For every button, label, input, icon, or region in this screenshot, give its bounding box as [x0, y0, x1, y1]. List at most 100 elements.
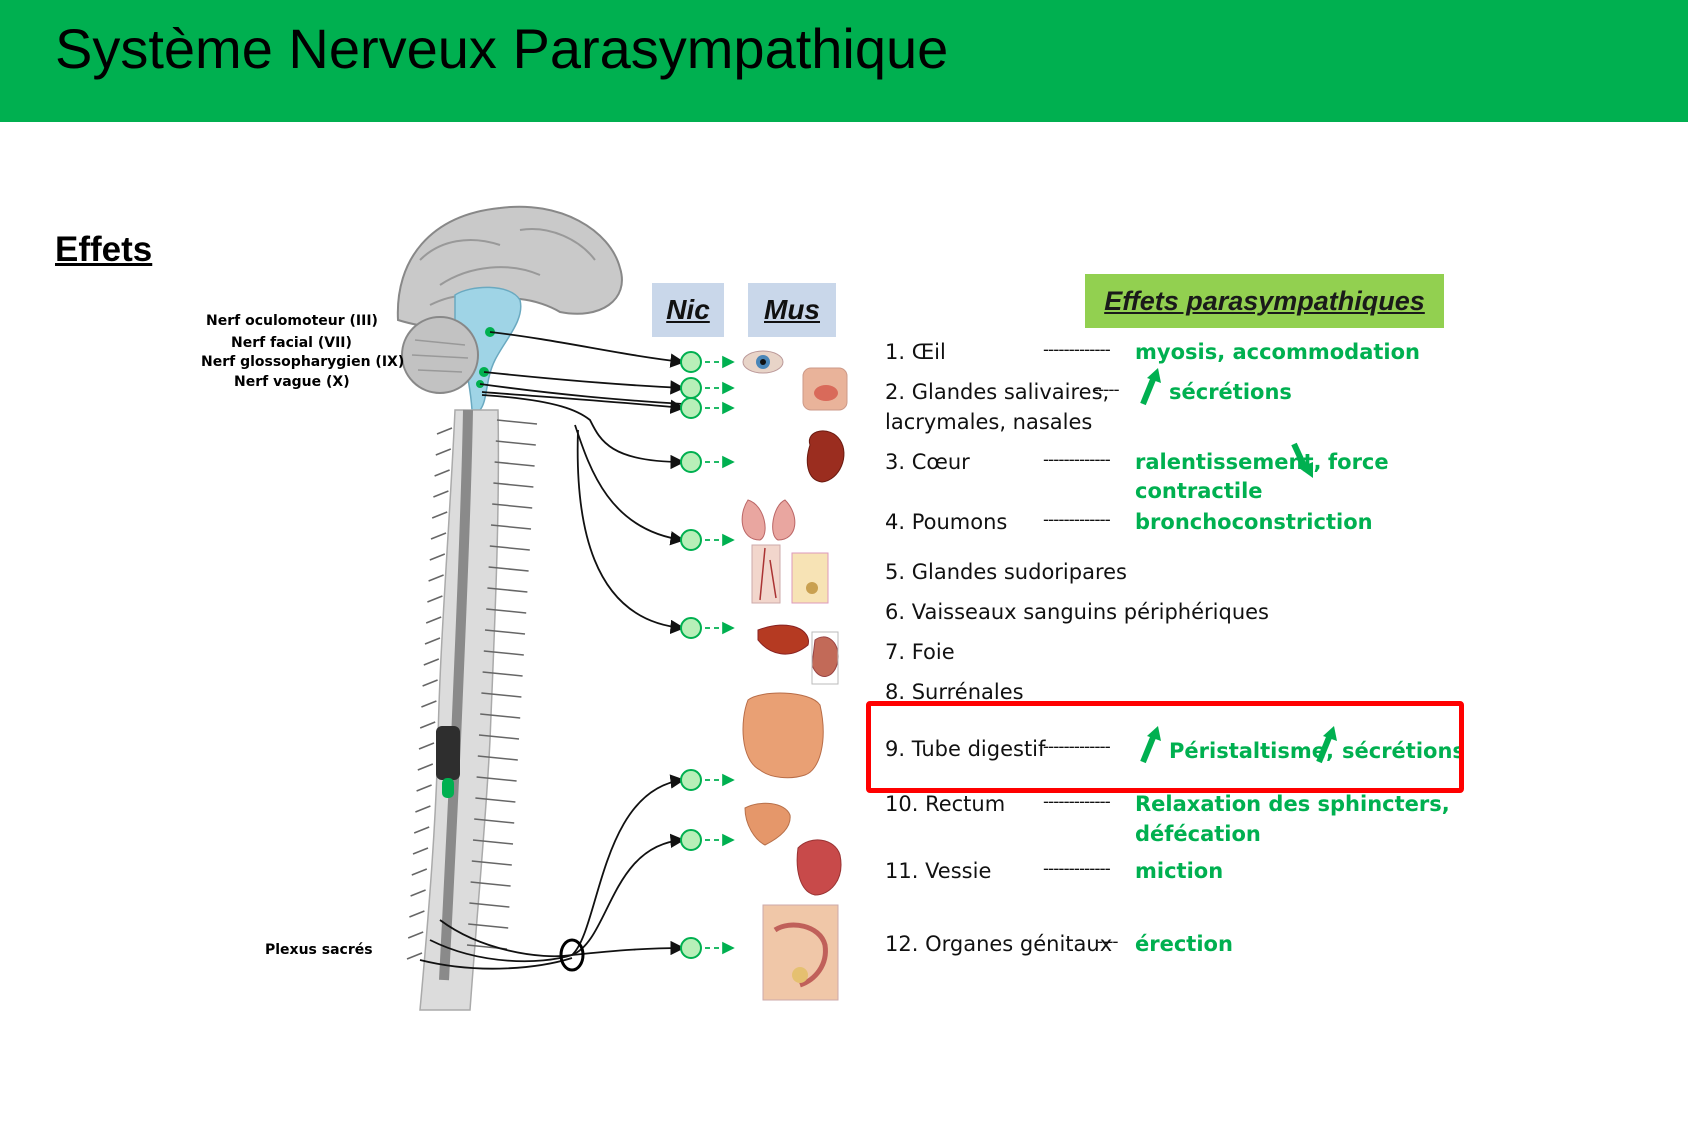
ganglion: [680, 451, 702, 473]
organ-genitals: 12. Organes génitaux: [885, 932, 1113, 956]
spinal-nerve: [435, 448, 452, 456]
dashes: -------------: [1043, 340, 1111, 360]
effects-header: Effets parasympathiques: [1085, 274, 1444, 328]
effect-digestive-after: sécrétions: [1342, 739, 1465, 763]
spinal-nerve: [474, 818, 515, 824]
decrease-arrow-icon: [1291, 442, 1313, 478]
nerve-label-vagus: Nerf vague (X): [234, 374, 350, 390]
spinal-nerve: [421, 700, 437, 708]
spinal-nerve: [407, 931, 424, 939]
nicotinic-column-header: Nic: [652, 283, 724, 337]
spinal-nerve: [472, 839, 514, 845]
spinal-nerve: [469, 902, 510, 908]
plexus-label: Plexus sacrés: [265, 942, 373, 958]
spinal-nerve: [483, 650, 524, 656]
page-title: Système Nerveux Parasympathique: [55, 17, 949, 80]
spinal-nerve: [476, 776, 517, 782]
spinal-nerve: [425, 616, 442, 624]
dashes: -------------: [1043, 737, 1111, 757]
spinal-nerve: [487, 587, 528, 593]
effect-eye: myosis, accommodation: [1135, 340, 1420, 364]
organ-bladder: 11. Vessie: [885, 859, 992, 883]
nerve-label-facial: Nerf facial (VII): [231, 335, 352, 351]
ganglion: [680, 769, 702, 791]
organ-glands-line2: lacrymales, nasales: [885, 410, 1093, 434]
spinal-nerve: [490, 524, 532, 530]
spinal-nerve: [492, 503, 533, 509]
brain-illustration: [396, 205, 623, 411]
sacral-ganglion: [559, 938, 585, 972]
spinal-nerve: [415, 805, 431, 813]
spinal-nerve: [429, 553, 446, 561]
spinal-nerve: [428, 574, 444, 582]
effect-digestive: Péristaltisme,: [1169, 739, 1334, 763]
spinal-nerve: [477, 755, 518, 761]
ganglion: [680, 351, 702, 373]
nerve-label-glossopharyngeal: Nerf glossopharygien (IX): [201, 354, 405, 370]
spinal-nerve: [416, 784, 432, 792]
section-title: Effets: [55, 230, 153, 269]
spinal-nerve: [494, 461, 535, 467]
spinal-nerve: [433, 490, 449, 498]
organ-vessels: 6. Vaisseaux sanguins périphériques: [885, 600, 1269, 624]
spinal-nerve: [489, 545, 530, 551]
spinal-nerve: [406, 952, 423, 960]
spinal-nerve: [413, 826, 430, 834]
effect-rectum-line2: défécation: [1135, 822, 1261, 846]
spinal-nerve: [480, 713, 521, 719]
spinal-nerve: [422, 679, 438, 687]
ganglion: [680, 529, 702, 551]
spinal-nerve: [434, 469, 450, 477]
spinal-nerve: [412, 847, 429, 855]
spinal-nerve: [470, 881, 511, 887]
spinal-nerves: [406, 419, 538, 960]
ganglion: [680, 377, 702, 399]
dashes: -------------: [1043, 450, 1111, 470]
ganglion: [680, 397, 702, 419]
organ-liver: 7. Foie: [885, 640, 955, 664]
spinal-nerve: [418, 742, 435, 750]
dashes: -------------: [1043, 510, 1111, 530]
spinal-nerve: [436, 427, 453, 435]
effect-heart: ralentissement,: [1135, 450, 1322, 474]
dashes: -----: [1093, 380, 1120, 400]
spinal-nerve: [417, 763, 434, 771]
spinal-nerve: [423, 658, 440, 666]
dashes: -------------: [1043, 859, 1111, 879]
spinal-nerve: [419, 721, 436, 729]
ganglia: [680, 351, 735, 959]
increase-arrow-icon: [1140, 726, 1161, 764]
increase-arrow-icon: [1316, 726, 1337, 764]
organ-adrenals: 8. Surrénales: [885, 680, 1024, 704]
spinal-nerve: [424, 637, 441, 645]
spinal-nerve: [495, 440, 536, 446]
organ-digestive-tract: 9. Tube digestif: [885, 737, 1046, 761]
spinal-nerve: [468, 923, 509, 929]
effect-heart-after: force: [1328, 450, 1389, 474]
spinal-nerve: [496, 419, 538, 425]
organ-heart: 3. Cœur: [885, 450, 970, 474]
highlight-box: [866, 701, 1464, 793]
spinal-nerve: [411, 868, 428, 876]
spinal-nerve: [486, 608, 527, 614]
spinal-nerve: [481, 692, 522, 698]
muscarinic-column-header: Mus: [748, 283, 836, 337]
nerve-label-oculomotor: Nerf oculomoteur (III): [206, 313, 378, 329]
organ-sweat-glands: 5. Glandes sudoripares: [885, 560, 1127, 584]
effect-lungs: bronchoconstriction: [1135, 510, 1373, 534]
effect-glands: sécrétions: [1169, 380, 1292, 404]
spinal-nerve: [409, 910, 425, 918]
dashes: -------------: [1043, 792, 1111, 812]
spinal-nerve: [478, 734, 520, 740]
ganglion: [680, 617, 702, 639]
spinal-nerve: [488, 566, 529, 572]
effect-heart-line2: contractile: [1135, 479, 1263, 503]
spinal-nerve: [410, 889, 426, 897]
organ-glands: 2. Glandes salivaires,: [885, 380, 1110, 404]
organ-eye: 1. Œil: [885, 340, 946, 364]
effect-bladder: miction: [1135, 859, 1224, 883]
spinal-nerve: [482, 671, 523, 677]
spinal-nerve: [475, 797, 516, 803]
spinal-nerve: [430, 532, 447, 540]
